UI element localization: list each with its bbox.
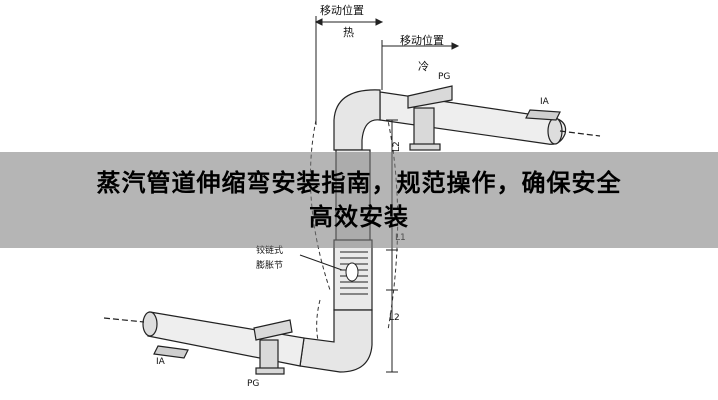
top-dimension xyxy=(314,16,460,125)
ia-anchor-right xyxy=(525,109,561,121)
title-line-2: 高效安装 xyxy=(309,203,409,231)
pg-label-bottom: PG xyxy=(247,379,259,389)
upper-elbow xyxy=(333,89,381,151)
title-line-1: 蒸汽管道伸缩弯安装指南，规范操作，确保安全 xyxy=(96,169,622,197)
move-label-right: 移动位置 xyxy=(400,33,444,47)
lower-elbow xyxy=(299,309,373,373)
title-banner: 蒸汽管道伸缩弯安装指南，规范操作，确保安全 高效安装 xyxy=(0,152,718,248)
hinge-label-line2: 膨胀节 xyxy=(256,259,283,271)
hot-label: 热 xyxy=(343,26,354,39)
pg-label-top: PG xyxy=(438,72,450,82)
pg-support-bottom xyxy=(253,319,293,375)
pg-support-top xyxy=(407,85,453,151)
ia-anchor-left xyxy=(153,345,189,359)
ia-label-left: IA xyxy=(156,357,166,367)
move-label-top: 移动位置 xyxy=(320,3,364,17)
cold-label: 冷 xyxy=(418,60,429,73)
l2-label-top: L2 xyxy=(392,141,402,152)
l2-label-bottom: L2 xyxy=(389,313,400,323)
ia-label-right: IA xyxy=(540,97,550,107)
hinged-expansion-joint xyxy=(299,251,368,295)
